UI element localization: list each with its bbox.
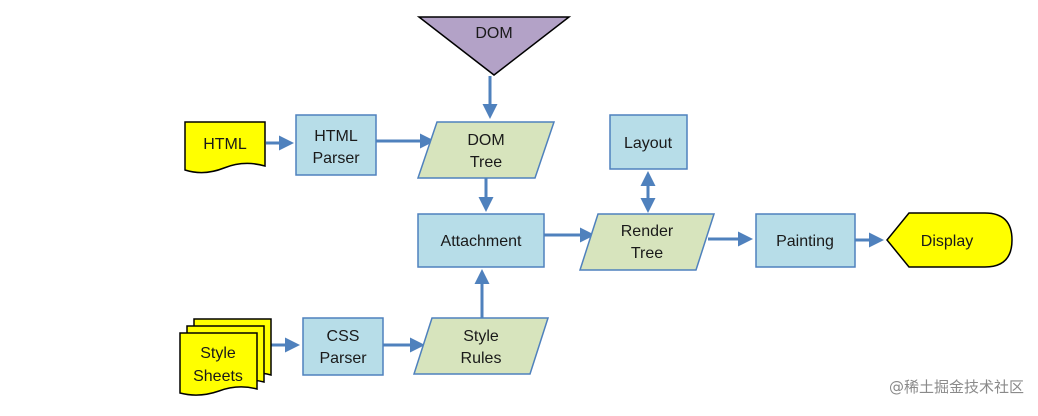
style-sheets-line-1: Style xyxy=(200,345,236,362)
dom-tree-node: DOM Tree xyxy=(416,121,556,179)
render-tree-line-2: Tree xyxy=(631,245,663,262)
dom-label: DOM xyxy=(475,25,512,42)
painting-node: Painting xyxy=(755,213,856,268)
html-parser-node: HTML Parser xyxy=(295,114,377,176)
style-sheets-node: Style Sheets xyxy=(179,318,272,396)
dom-node: DOM xyxy=(416,16,572,76)
attachment-label: Attachment xyxy=(441,233,522,250)
html-document-node: HTML xyxy=(184,121,266,174)
attachment-node: Attachment xyxy=(417,213,545,268)
html-parser-line-2: Parser xyxy=(312,150,360,167)
style-sheets-line-2: Sheets xyxy=(193,368,243,385)
layout-label: Layout xyxy=(624,135,673,152)
dom-tree-line-2: Tree xyxy=(470,154,502,171)
painting-label: Painting xyxy=(776,233,834,250)
layout-node: Layout xyxy=(609,114,688,170)
render-tree-node: Render Tree xyxy=(578,213,716,271)
watermark-text: @稀土掘金技术社区 xyxy=(889,378,1024,396)
display-label: Display xyxy=(921,233,973,250)
html-parser-line-1: HTML xyxy=(314,128,358,145)
dom-tree-line-1: DOM xyxy=(467,132,504,149)
style-rules-line-1: Style xyxy=(463,328,499,345)
css-parser-line-1: CSS xyxy=(327,328,360,345)
css-parser-line-2: Parser xyxy=(319,350,367,367)
flow-arrows xyxy=(266,76,884,353)
render-tree-line-1: Render xyxy=(621,223,674,240)
display-node: Display xyxy=(886,212,1013,268)
css-parser-node: CSS Parser xyxy=(302,317,384,376)
html-label: HTML xyxy=(203,136,247,153)
style-rules-node: Style Rules xyxy=(412,317,550,375)
style-rules-line-2: Rules xyxy=(461,350,502,367)
